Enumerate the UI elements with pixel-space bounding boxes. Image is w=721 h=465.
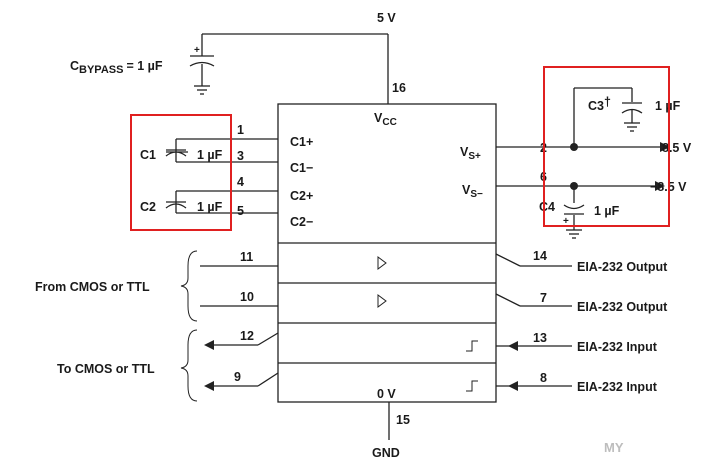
pin-5: 5 [237,204,244,218]
driver-channel-2 [200,293,572,308]
from-cmos-label: From CMOS or TTL [35,280,150,294]
c1-value: 1 µF [197,148,223,162]
vs-wiring [496,87,670,230]
vs-plus-label: VS+ [460,145,481,162]
pin-15: 15 [396,413,410,427]
gnd-label: GND [372,446,400,460]
pin-c2plus: C2+ [290,189,313,203]
vcc-supply [201,33,389,104]
vcc-pin-label: VCC [374,111,397,128]
capacitor-c4 [563,204,585,239]
receiver-channel-2 [204,372,572,392]
c3-main: C3 [588,99,604,113]
gnd-pin-label: 0 V [377,387,396,401]
c3-value: 1 µF [655,99,681,113]
capacitor-c3 [621,102,643,132]
bypass-capacitor [189,55,215,86]
pin-11: 11 [240,250,253,264]
eia-output-1: EIA-232 Output [577,260,668,274]
vcc-voltage-label: 5 V [377,11,396,25]
brace-left-from [180,250,198,322]
highlight-box-c1-c2 [130,114,232,231]
pin-c1plus: C1+ [290,135,313,149]
pin-1: 1 [237,123,244,137]
vsp-sub: S+ [468,151,481,162]
cbypass-label: CBYPASS= 1 µF [70,59,163,76]
vcc-sub: CC [382,117,396,128]
eia-input-1: EIA-232 Input [577,340,658,354]
pin-16: 16 [392,81,406,95]
c4-polarity-plus: + [563,216,569,227]
pin-c2minus: C2− [290,215,313,229]
pin-9: 9 [234,370,241,384]
polarity-plus: + [194,45,200,56]
eia-input-2: EIA-232 Input [577,380,658,394]
pin-4: 4 [237,175,244,189]
receiver-channel-1 [204,332,572,352]
c1-label: C1 [140,148,156,162]
vcc-main: V [374,111,383,125]
eia-output-2: EIA-232 Output [577,300,668,314]
cbypass-value: = 1 µF [126,59,162,73]
c4-label: C4 [539,200,555,214]
vs-minus-label: VS− [462,183,483,200]
vs-plus-voltage: 8.5 V [662,141,692,155]
pin-12: 12 [240,329,254,343]
ground-symbol [194,85,210,95]
c2-label: C2 [140,200,156,214]
c3-label: C3† [588,95,611,113]
pin-13: 13 [533,331,547,345]
vsm-main: V [462,183,471,197]
c4-value: 1 µF [594,204,620,218]
watermark: MY [604,440,624,455]
cbypass-main: C [70,59,79,73]
brace-left-to [180,329,198,402]
pin-10: 10 [240,290,254,304]
highlight-box-c3-c4 [543,66,670,227]
vsm-sub: S− [470,189,483,200]
pin-14: 14 [533,249,547,263]
capacitor-c2 [165,201,187,209]
chip-body [277,103,497,403]
pin-8: 8 [540,371,547,385]
capacitor-c1 [165,149,188,157]
pin-c1minus: C1− [290,161,313,175]
driver-channel-1 [200,253,572,270]
cbypass-sub: BYPASS [79,64,123,76]
c3-dagger: † [604,95,611,109]
pin-3: 3 [237,149,244,163]
charge-pump-wiring [175,138,278,214]
c2-value: 1 µF [197,200,223,214]
to-cmos-label: To CMOS or TTL [57,362,155,376]
vsp-main: V [460,145,469,159]
pin-7: 7 [540,291,547,305]
